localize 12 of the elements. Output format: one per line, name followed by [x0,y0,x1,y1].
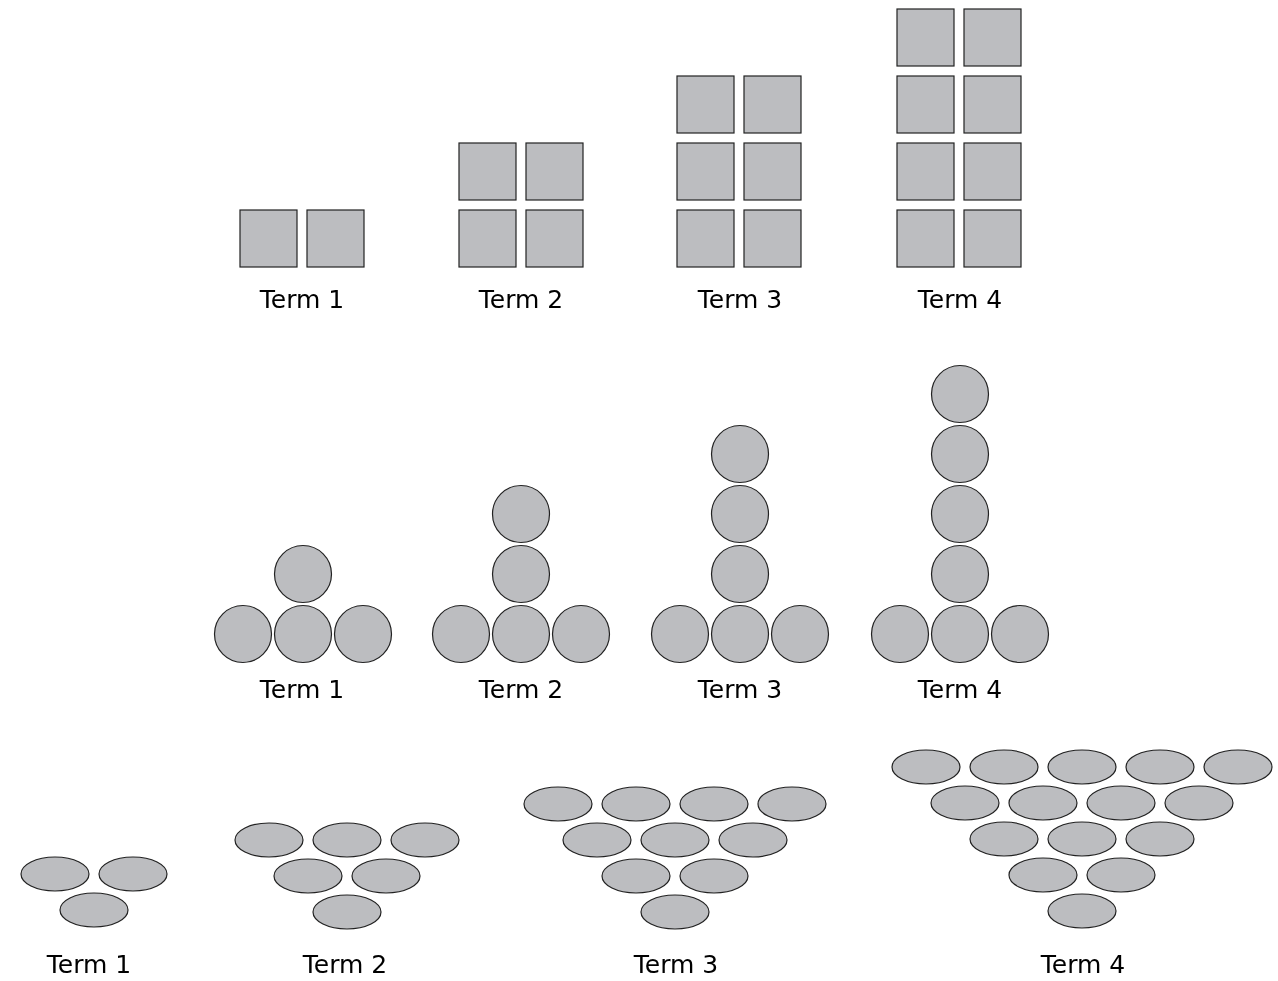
term-label: Term 3 [697,285,783,315]
term-label: Term 3 [697,675,783,705]
term-label: Term 3 [633,950,719,980]
term-label: Term 4 [917,675,1003,705]
term-label: Term 1 [259,285,345,315]
term-label: Term 2 [302,950,388,980]
term-label: Term 1 [46,950,132,980]
term-label: Term 4 [1040,950,1126,980]
term-label: Term 4 [917,285,1003,315]
term-label: Term 1 [259,675,345,705]
term-label: Term 2 [478,675,564,705]
term-label: Term 2 [478,285,564,315]
